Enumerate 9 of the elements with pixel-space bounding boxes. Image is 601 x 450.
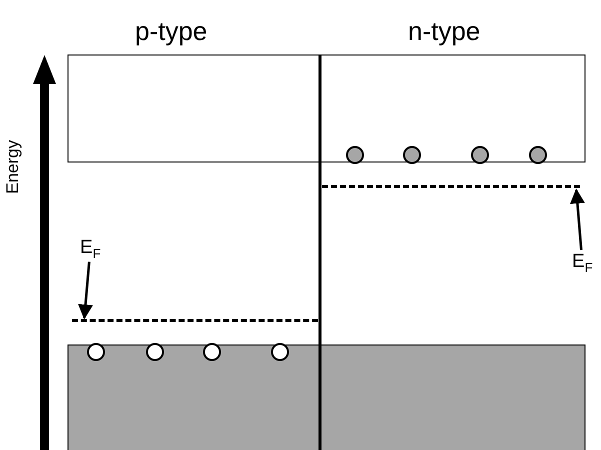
column-heading: p-type xyxy=(135,18,208,44)
fermi-level-label: E$_{F}$ xyxy=(78,236,103,262)
column-heading: n-type xyxy=(408,18,480,44)
leader-arrow xyxy=(570,188,585,250)
fermi-level-label: E$_{F}$ xyxy=(570,250,595,276)
axis-label: Energy xyxy=(4,140,21,194)
fermi-level-line xyxy=(322,185,580,189)
leader-arrow xyxy=(78,262,93,320)
fermi-level-line xyxy=(72,319,318,323)
